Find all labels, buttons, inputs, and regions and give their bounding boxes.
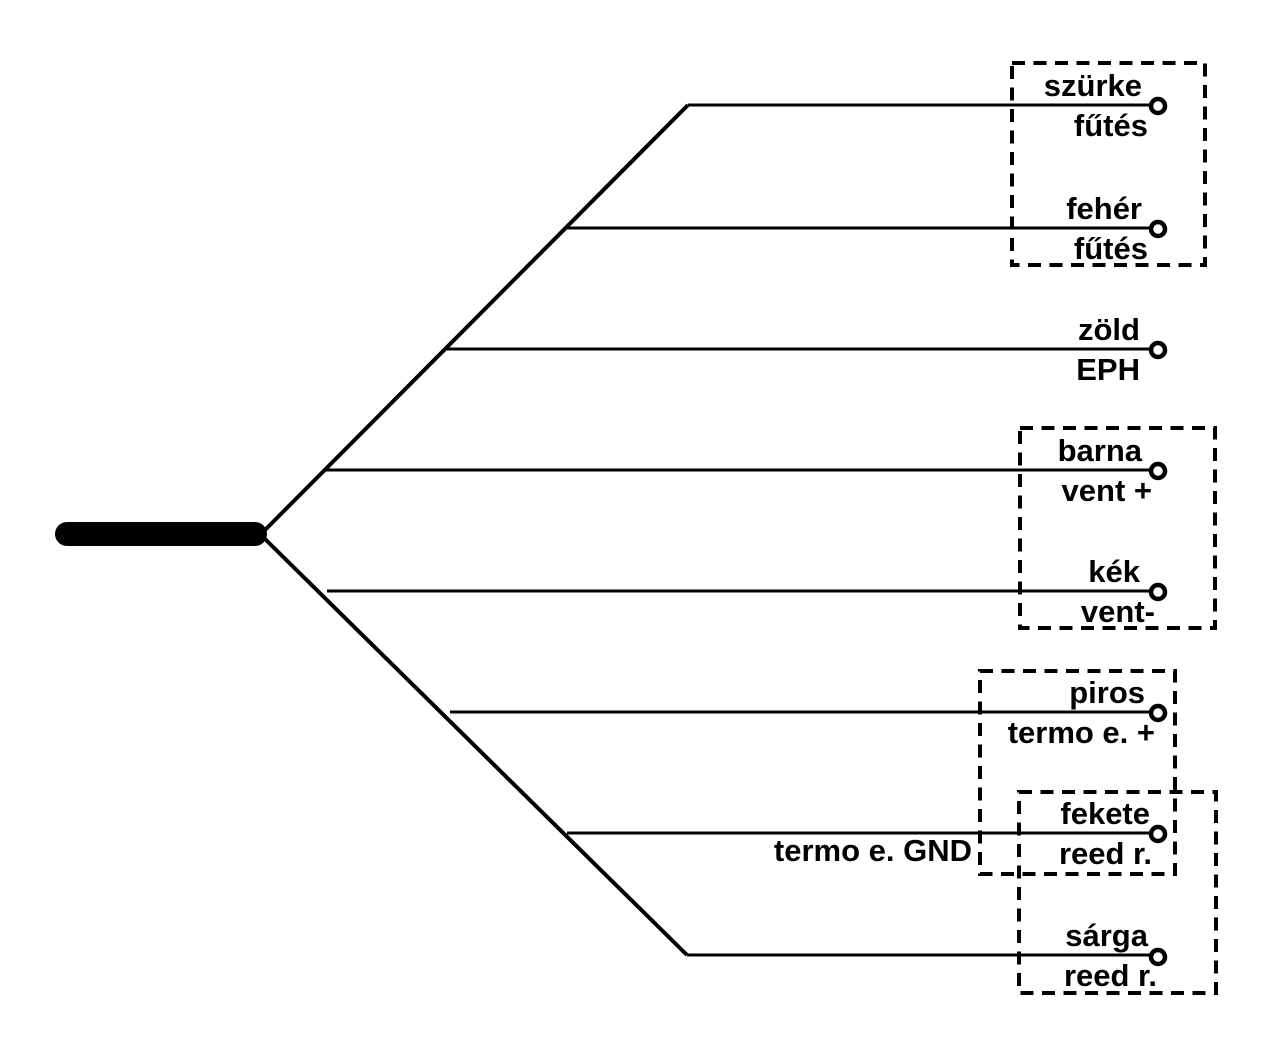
terminal-ring-kek <box>1148 582 1168 602</box>
wire-function-label-kek: vent- <box>1081 594 1155 629</box>
wire-color-label-piros: piros <box>1069 675 1145 710</box>
terminal-ring-barna <box>1148 461 1168 481</box>
terminal-ring-feher <box>1148 219 1168 239</box>
terminal-ring-piros <box>1148 703 1168 723</box>
group-box-vent <box>1018 426 1217 630</box>
group-box-termo <box>978 669 1177 876</box>
upper-branch-line <box>262 103 690 533</box>
wire-function-label-piros: termo e. + <box>1008 715 1155 750</box>
group-box-reed-relay <box>1017 790 1218 995</box>
wire-color-label-fekete: fekete <box>1060 796 1150 831</box>
wire-function-label-zold: EPH <box>1076 352 1140 387</box>
wire-function-label-feher: fűtés <box>1074 231 1148 266</box>
lower-branch-line <box>262 536 689 957</box>
terminal-ring-zold <box>1148 340 1168 360</box>
wire-function-label-szurke: fűtés <box>1074 108 1148 143</box>
wire-color-label-barna: barna <box>1058 433 1143 468</box>
terminal-ring-sarga <box>1148 947 1168 967</box>
wire-color-label-szurke: szürke <box>1044 68 1142 103</box>
group-box-futes <box>1010 61 1207 267</box>
wire-color-label-sarga: sárga <box>1065 918 1148 953</box>
wire-color-label-kek: kék <box>1088 554 1140 589</box>
wire-left-label-termo-gnd: termo e. GND <box>774 833 972 868</box>
wire-function-label-sarga: reed r. <box>1064 958 1157 993</box>
wire-color-label-zold: zöld <box>1078 312 1140 347</box>
wire-color-label-feher: fehér <box>1066 191 1142 226</box>
wire-function-label-fekete: reed r. <box>1059 836 1152 871</box>
terminal-ring-szurke <box>1148 96 1168 116</box>
wire-function-label-barna: vent + <box>1062 473 1152 508</box>
terminal-ring-fekete <box>1148 824 1168 844</box>
